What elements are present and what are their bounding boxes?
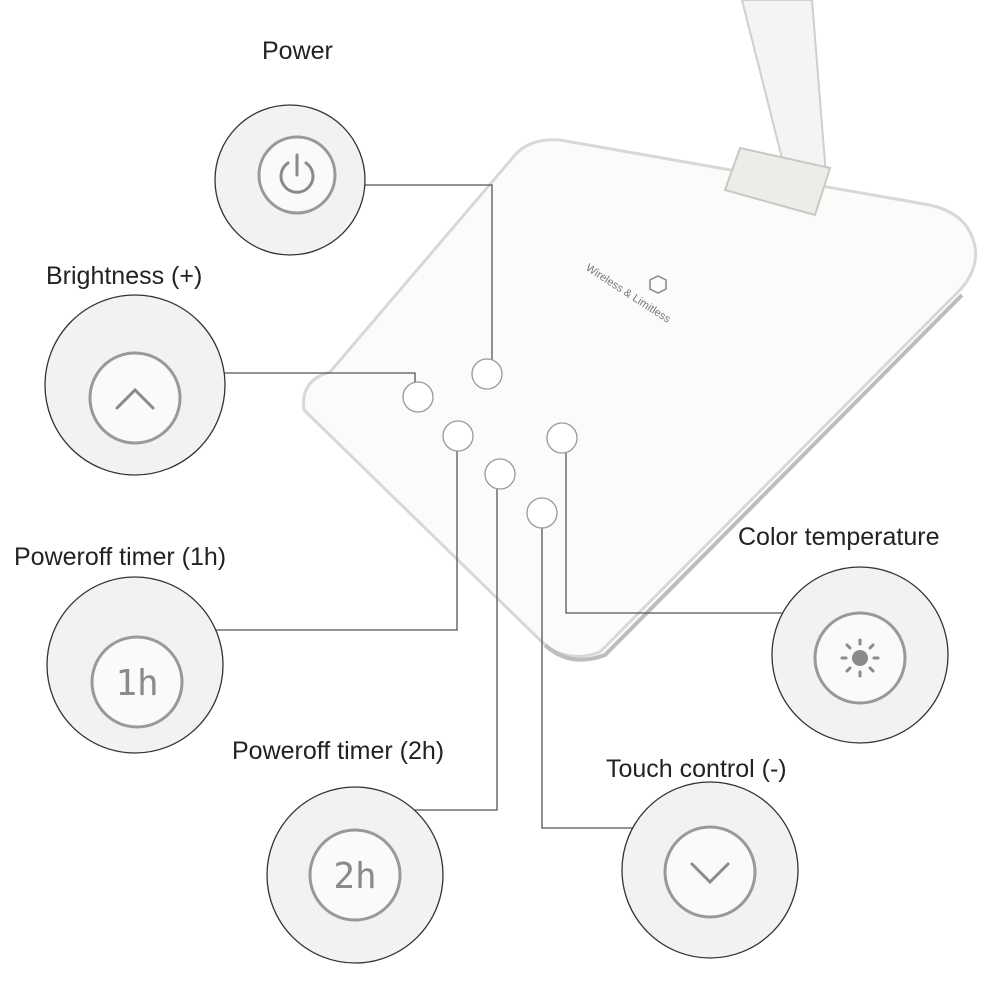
two-hour-icon: 2h	[333, 856, 376, 897]
label-color-temperature: Color temperature	[738, 523, 940, 551]
base-minus-button[interactable]	[526, 497, 558, 529]
chevron-up-icon	[115, 387, 155, 410]
timer1h-connector	[170, 451, 458, 631]
label-power: Power	[262, 37, 333, 65]
one-hour-icon: 1h	[115, 663, 158, 704]
lamp-base	[302, 138, 978, 658]
lamp-joint	[723, 146, 832, 217]
label-poweroff-2h: Poweroff timer (2h)	[232, 737, 445, 765]
touch-minus-connector	[541, 528, 655, 829]
hexagon-logo-icon	[649, 275, 667, 294]
power-connector	[358, 184, 493, 360]
lamp-base-edge	[543, 293, 964, 662]
color-temp-connector	[565, 453, 820, 614]
base-color-temp-button[interactable]	[546, 422, 578, 454]
chevron-down-icon	[690, 862, 730, 885]
power-icon	[279, 153, 315, 194]
base-power-button[interactable]	[471, 358, 503, 390]
base-1h-button[interactable]	[442, 420, 474, 452]
label-brightness-plus: Brightness (+)	[46, 262, 203, 290]
base-brightness-button[interactable]	[402, 381, 434, 413]
label-touch-minus: Touch control (-)	[606, 755, 787, 783]
label-poweroff-1h: Poweroff timer (1h)	[14, 543, 227, 571]
brightness-connector	[195, 372, 416, 383]
sun-icon	[840, 638, 880, 678]
base-2h-button[interactable]	[484, 458, 516, 490]
